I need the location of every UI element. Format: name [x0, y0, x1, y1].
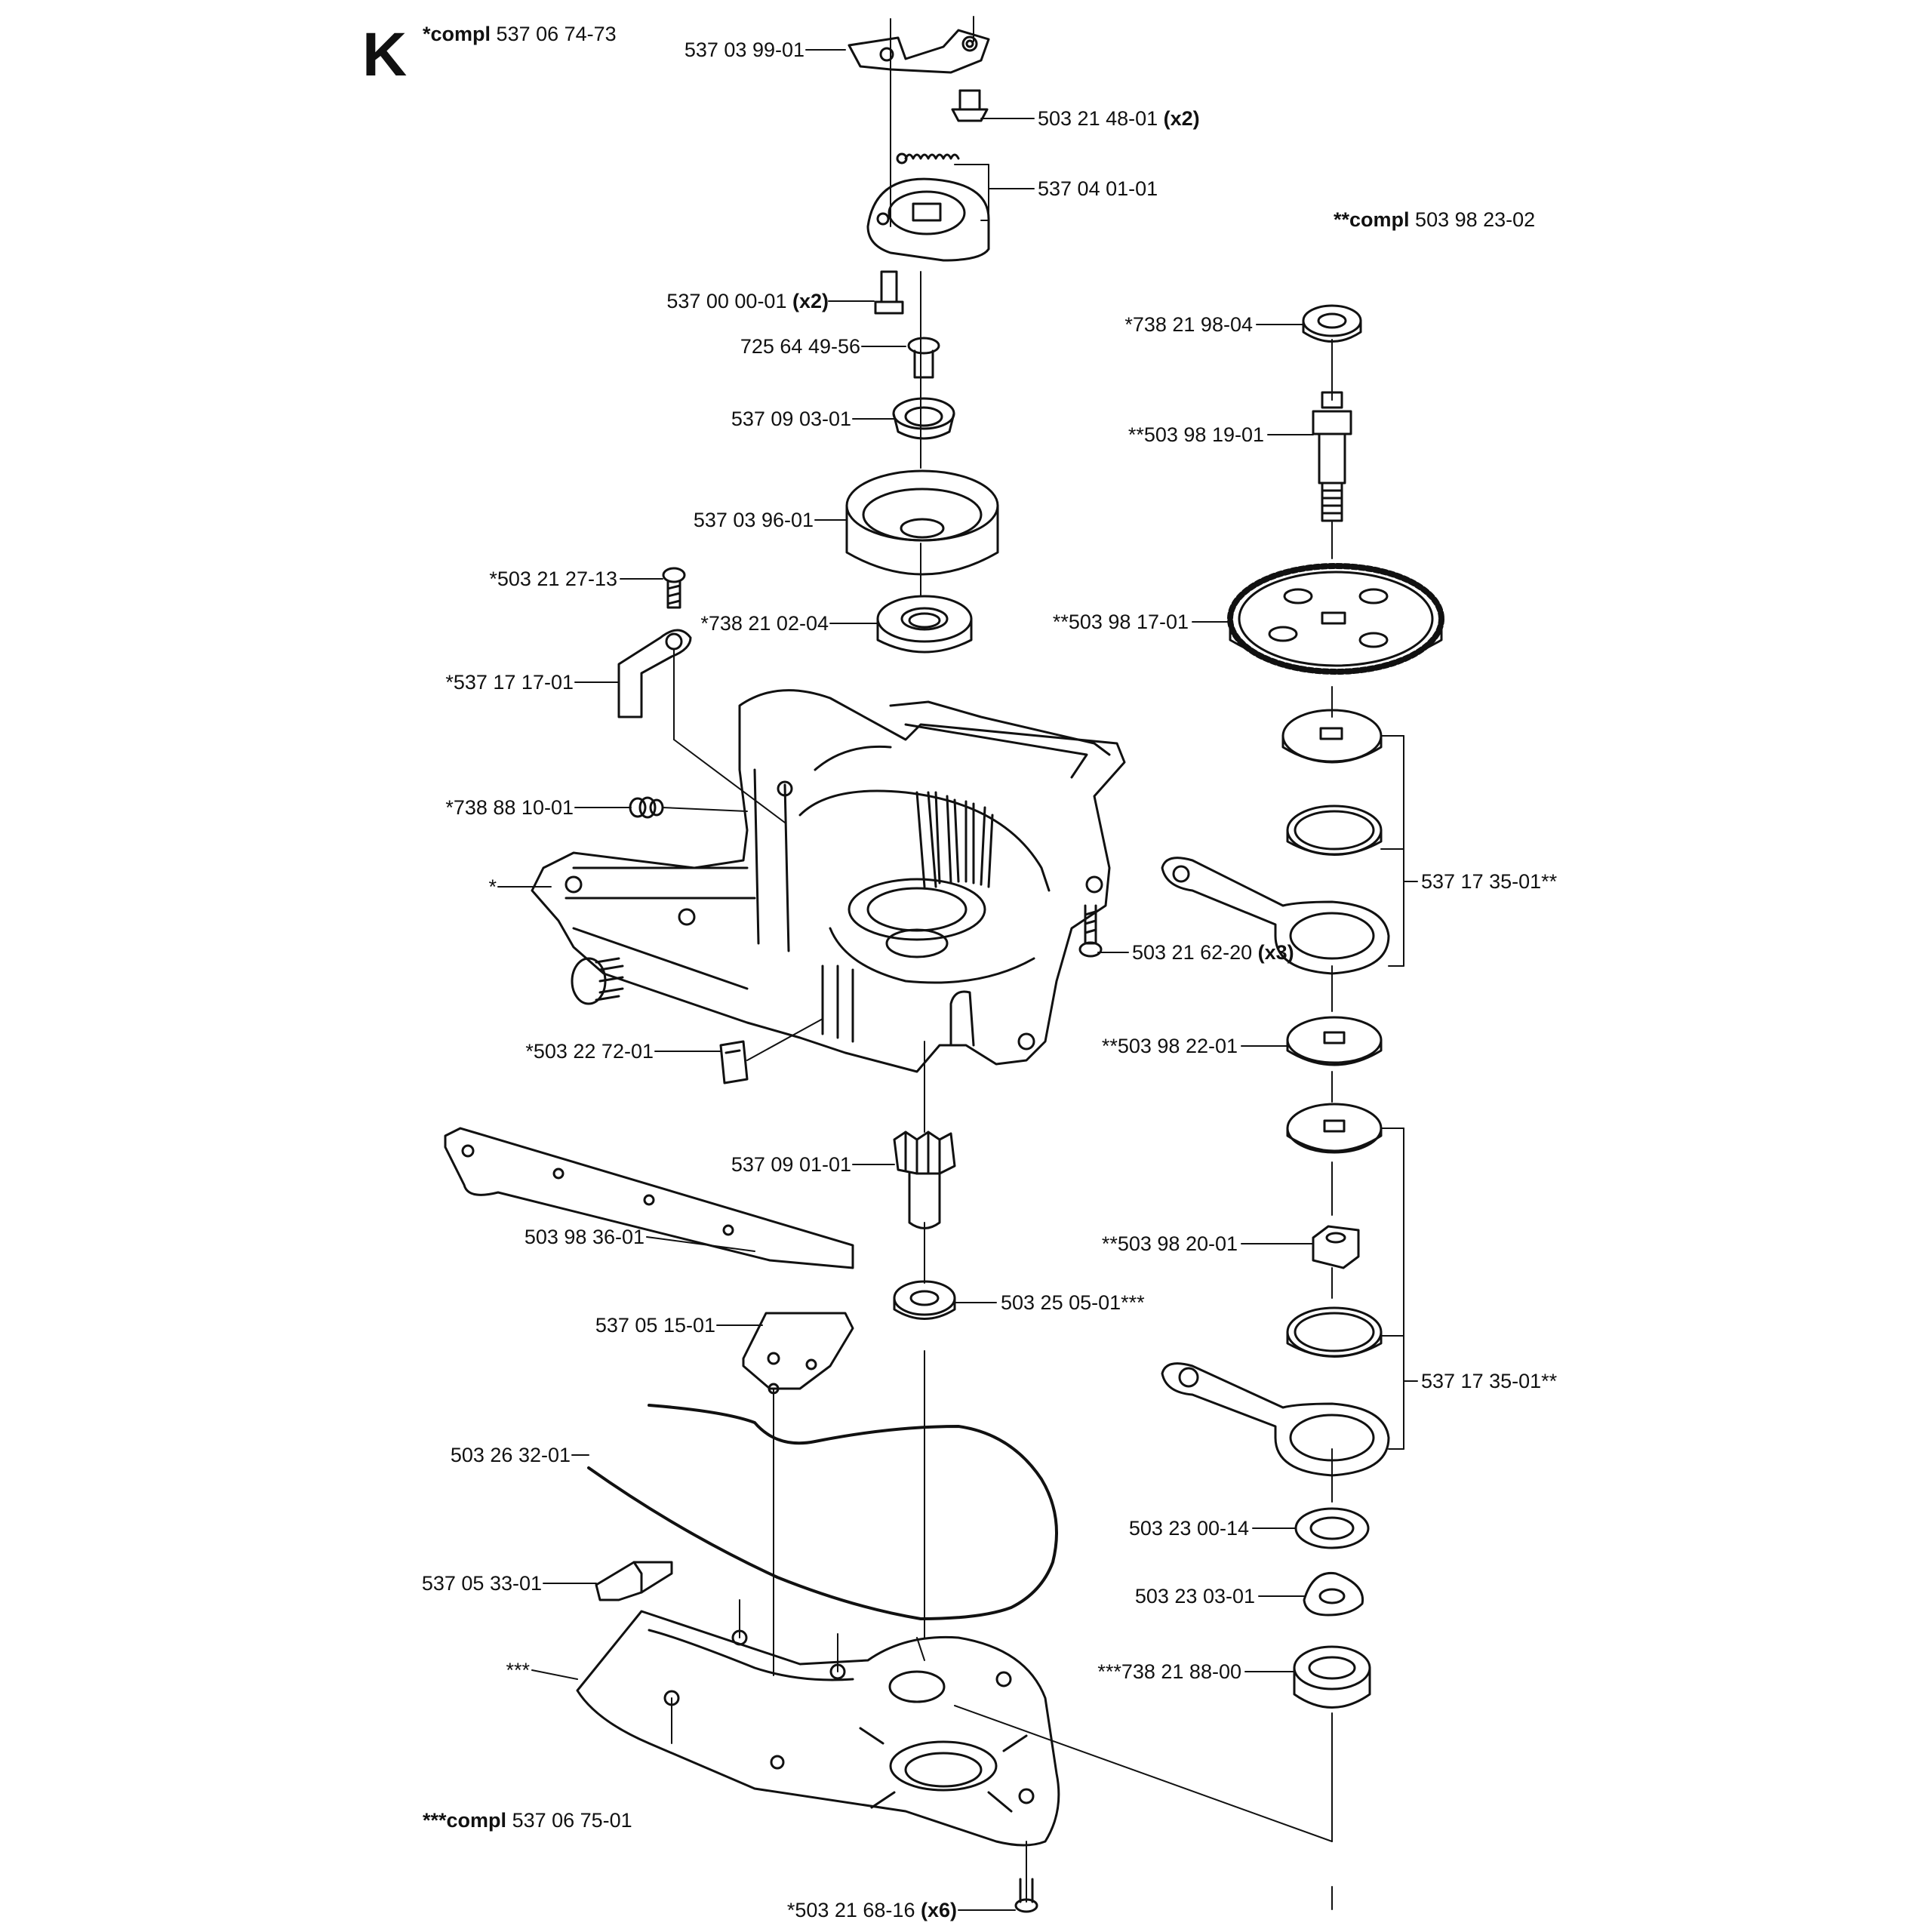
part-label: 537 05 33-01: [421, 1572, 542, 1595]
part-label: 537 09 01-01: [731, 1153, 851, 1176]
connecting-rod-part: [1161, 857, 1390, 975]
part-label: 537 04 01-01: [1038, 177, 1158, 200]
washer-part: [1294, 1507, 1370, 1549]
square-nut-part: [1312, 1225, 1360, 1269]
connecting-rod-part: [1161, 1362, 1390, 1477]
part-label: 537 00 00-01 (x2): [666, 290, 829, 312]
cable-part: [587, 1404, 1058, 1620]
bearing-part: [876, 595, 973, 654]
screw-part: [951, 89, 989, 122]
part-label: 503 98 36-01: [524, 1226, 645, 1248]
assembly-label-1: *compl 537 06 74-73: [423, 23, 617, 45]
gear-housing-part: [531, 689, 1126, 1073]
plug-part: [629, 796, 664, 819]
bracket-part: [617, 629, 692, 718]
part-label: *: [488, 875, 497, 898]
eccentric-disc-part: [1286, 1103, 1383, 1154]
clutch-drum-part: [845, 469, 999, 576]
cap-part: [892, 397, 955, 440]
link-plate-part: [848, 29, 990, 74]
eccentric-disc-part: [1281, 709, 1383, 764]
rod-screw-part: [1078, 904, 1103, 958]
part-label: 537 17 35-01**: [1421, 1370, 1558, 1392]
pinion-part: [893, 1131, 956, 1229]
assembly-prefix: **compl: [1334, 208, 1410, 231]
part-label: 503 25 05-01***: [1001, 1291, 1145, 1314]
assembly-prefix: *compl: [423, 23, 491, 45]
part-label: 537 03 96-01: [693, 509, 814, 531]
pin-part: [874, 270, 904, 315]
shaft-part: [1312, 391, 1352, 522]
part-label: 537 05 15-01: [595, 1314, 715, 1337]
threaded-boss-part: [571, 957, 624, 1005]
clip-part: [719, 1040, 749, 1084]
part-label: *503 21 27-13: [489, 568, 617, 590]
part-label: ***738 21 88-00: [1097, 1660, 1241, 1683]
slider-block-part: [595, 1561, 673, 1601]
cam-housing-part: [866, 177, 990, 262]
part-label: 537 17 35-01**: [1421, 870, 1558, 893]
part-label: *738 21 02-04: [700, 612, 829, 635]
part-label: 503 21 48-01 (x2): [1038, 107, 1200, 130]
bottom-bearing-part: [1293, 1645, 1371, 1709]
part-label: **503 98 20-01: [1101, 1232, 1238, 1255]
assembly-label-2: **compl 503 98 23-02: [1334, 208, 1535, 231]
part-label: 503 21 62-20 (x3): [1132, 941, 1294, 964]
assembly-number: 503 98 23-02: [1415, 208, 1536, 231]
part-label: ***: [506, 1659, 530, 1681]
cover-screw-part: [1014, 1878, 1038, 1913]
part-label: *537 17 17-01: [445, 671, 574, 694]
part-label: *503 21 68-16 (x6): [786, 1899, 957, 1921]
spacer-disc-part: [1286, 1016, 1383, 1066]
assembly-prefix: ***compl: [423, 1809, 507, 1832]
needle-ring-part: [1286, 804, 1383, 856]
assembly-number: 537 06 75-01: [512, 1809, 632, 1832]
small-bearing-part: [893, 1280, 956, 1320]
part-label: 503 26 32-01: [450, 1444, 571, 1466]
part-label: **503 98 22-01: [1101, 1035, 1238, 1057]
top-bearing-part: [1302, 304, 1362, 343]
part-label: *503 22 72-01: [525, 1040, 654, 1063]
guide-strip-part: [444, 1127, 854, 1269]
part-label: 503 23 03-01: [1134, 1585, 1255, 1607]
drive-gear-part: [1227, 563, 1444, 675]
spring-part: [896, 152, 960, 165]
needle-ring-part: [1286, 1306, 1383, 1358]
part-label: *738 88 10-01: [445, 796, 574, 819]
part-label: 537 03 99-01: [684, 38, 804, 61]
part-label: 503 23 00-14: [1128, 1517, 1249, 1540]
cover-plate-part: [576, 1610, 1060, 1847]
mounting-bracket-part: [742, 1312, 854, 1395]
part-label: 725 64 49-56: [740, 335, 860, 358]
part-label: *738 21 98-04: [1124, 313, 1253, 336]
lock-washer-part: [1303, 1571, 1364, 1617]
assembly-number: 537 06 74-73: [496, 23, 617, 45]
countersunk-screw-part: [907, 337, 940, 379]
part-label: **503 98 19-01: [1128, 423, 1264, 446]
small-screw-part: [662, 567, 686, 609]
part-label: **503 98 17-01: [1052, 611, 1189, 633]
assembly-label-3: ***compl 537 06 75-01: [423, 1809, 632, 1832]
section-letter: K: [362, 20, 408, 89]
part-label: 537 09 03-01: [731, 408, 851, 430]
